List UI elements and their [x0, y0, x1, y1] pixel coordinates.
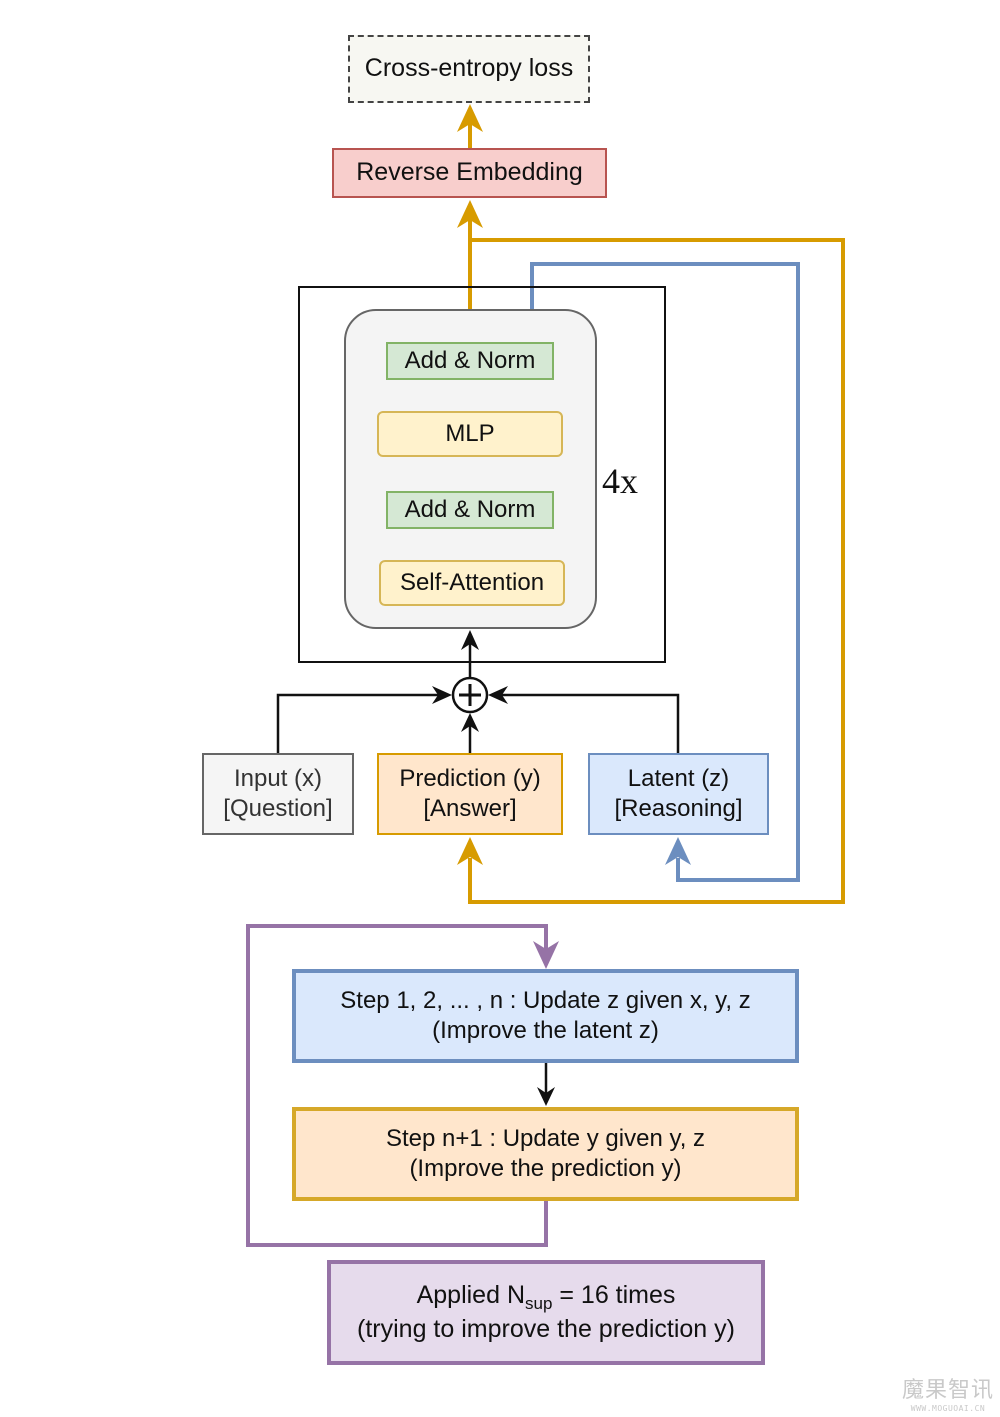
self-attention-label: Self-Attention — [399, 569, 545, 596]
transformer-block-outer — [298, 286, 666, 663]
step-update-z-box: Step 1, 2, ... , n : Update z given x, y… — [292, 969, 799, 1063]
watermark-chinese: 魔果智讯 — [901, 1377, 994, 1402]
arrow-embedding-to-loss — [457, 104, 483, 148]
arrow-prediction-to-sum — [461, 713, 479, 753]
add-norm-top: Add & Norm — [386, 342, 554, 380]
feedback-loop-prediction — [457, 238, 845, 904]
applied-line2: (trying to improve the prediction y) — [357, 1315, 735, 1343]
applied-line1: Applied Nsup = 16 times — [417, 1280, 676, 1314]
arrow-step1-to-step2 — [537, 1063, 555, 1106]
watermark-url: WWW.MOGUOAI.CN — [910, 1404, 986, 1413]
latent-line2: [Reasoning] — [614, 795, 743, 822]
applied-prefix: Applied N — [416, 1280, 525, 1309]
loss-label: Cross-entropy loss — [364, 54, 574, 83]
reverse-embedding-box: Reverse Embedding — [332, 148, 607, 198]
feedback-loop-latent — [530, 262, 800, 882]
mlp-label: MLP — [445, 420, 495, 447]
sum-node — [451, 676, 489, 714]
latent-z-box: Latent (z) [Reasoning] — [588, 753, 769, 835]
cross-entropy-loss-box: Cross-entropy loss — [348, 35, 590, 103]
add-norm-bottom: Add & Norm — [386, 491, 554, 529]
input-line1: Input (x) — [233, 765, 323, 792]
step2-line1: Step n+1 : Update y given y, z — [385, 1125, 706, 1152]
watermark: 魔果智讯 WWW.MOGUOAI.CN — [902, 1372, 994, 1413]
add-norm-bottom-label: Add & Norm — [404, 496, 536, 523]
applied-suffix: = 16 times — [552, 1280, 676, 1309]
arrow-sum-to-block — [461, 630, 479, 678]
input-line2: [Question] — [223, 795, 333, 822]
arrow-latent-to-sum — [488, 686, 680, 753]
arrow-block-to-embedding — [457, 200, 483, 309]
self-attention-box: Self-Attention — [379, 560, 565, 606]
latent-line1: Latent (z) — [627, 765, 730, 792]
prediction-line1: Prediction (y) — [399, 765, 541, 792]
arrow-input-to-sum — [276, 686, 452, 753]
add-norm-top-label: Add & Norm — [404, 347, 536, 374]
repeat-count-label: 4x — [602, 461, 638, 501]
step2-line2: (Improve the prediction y) — [409, 1155, 682, 1182]
step1-line2: (Improve the latent z) — [432, 1017, 659, 1044]
reverse-embedding-label: Reverse Embedding — [356, 158, 583, 187]
input-x-box: Input (x) [Question] — [202, 753, 354, 835]
mlp-box: MLP — [377, 411, 563, 457]
applied-subscript: sup — [525, 1293, 553, 1313]
applied-nsup-box: Applied Nsup = 16 times (trying to impro… — [327, 1260, 765, 1365]
step-update-y-box: Step n+1 : Update y given y, z (Improve … — [292, 1107, 799, 1201]
prediction-line2: [Answer] — [423, 795, 517, 822]
supervision-loop — [246, 924, 559, 1247]
prediction-y-box: Prediction (y) [Answer] — [377, 753, 563, 835]
step1-line1: Step 1, 2, ... , n : Update z given x, y… — [340, 987, 751, 1014]
